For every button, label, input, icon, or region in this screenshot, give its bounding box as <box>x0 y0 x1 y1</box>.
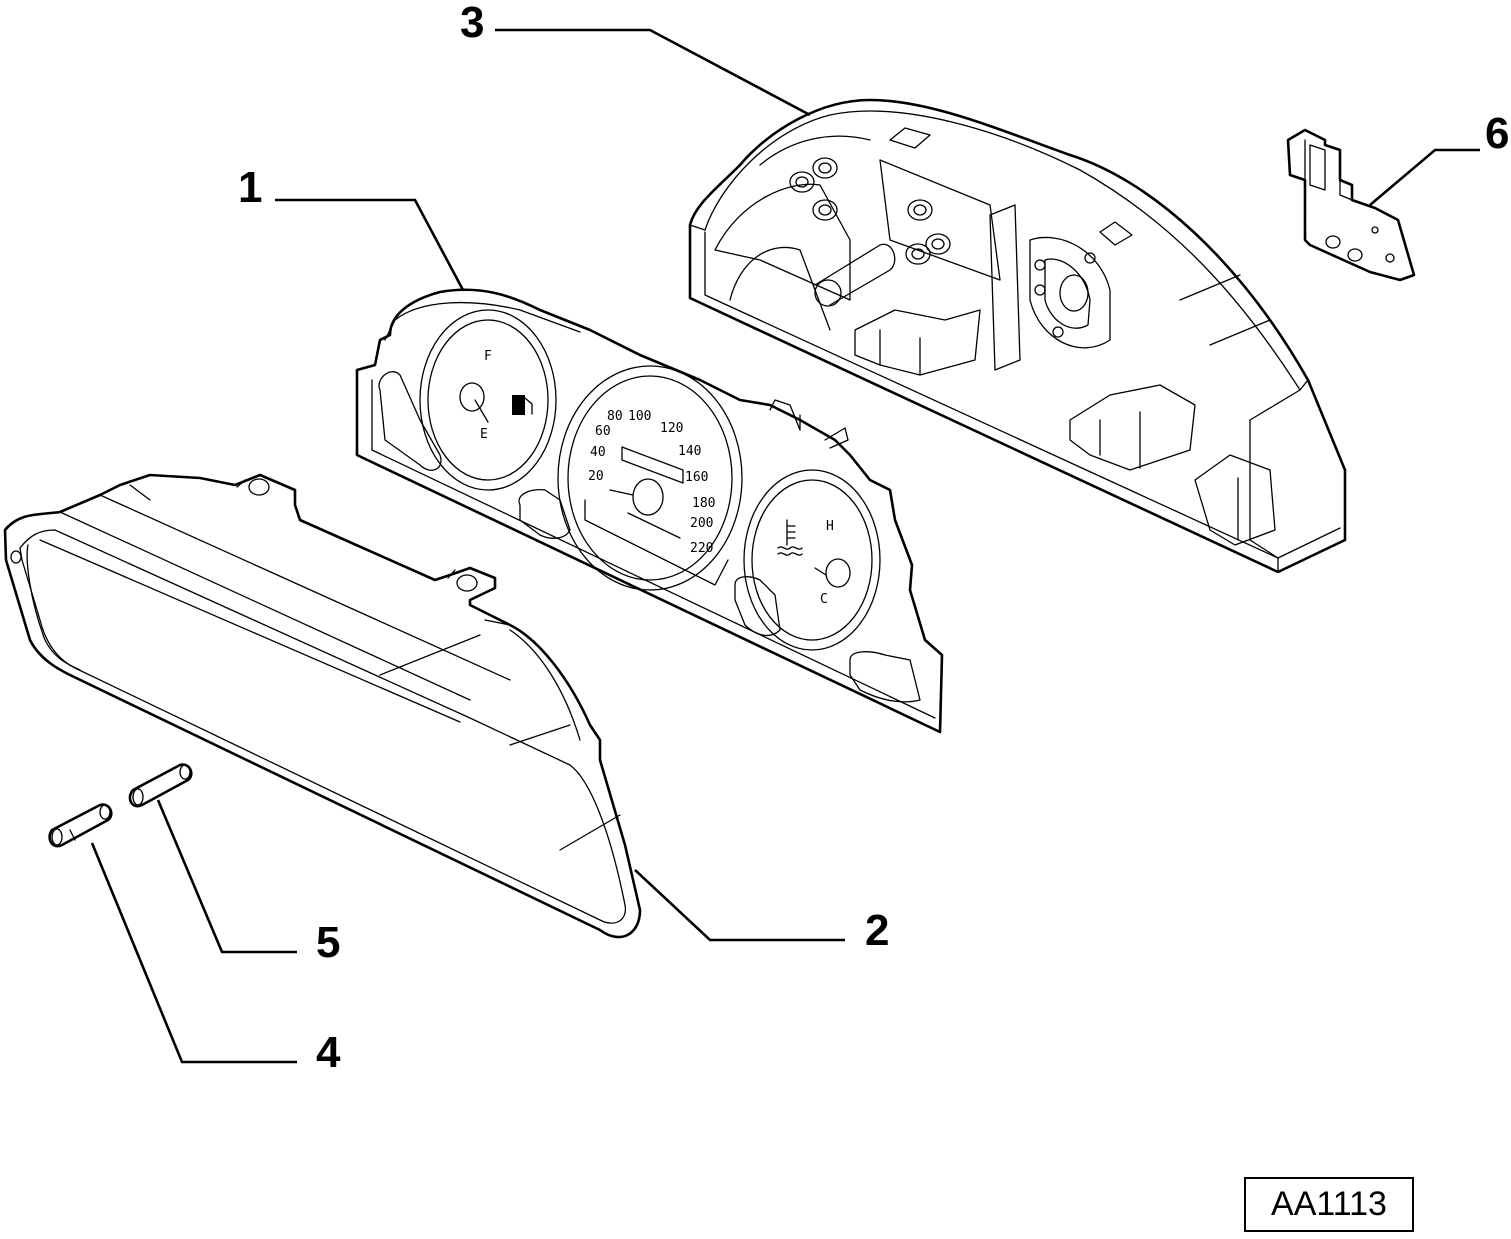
callout-labels: 1 2 3 4 5 6 <box>238 0 1509 1077</box>
drawing-code-box: AA1113 <box>1244 1177 1414 1232</box>
callout-5: 5 <box>316 918 340 967</box>
leader-lines <box>90 28 1480 1064</box>
speed-tick-label: 140 <box>678 444 701 459</box>
speed-tick-label: 20 <box>588 469 604 484</box>
bulb-4 <box>48 803 113 848</box>
callout-4: 4 <box>316 1028 341 1077</box>
speed-tick-label: 60 <box>595 424 611 439</box>
speed-tick-label: 200 <box>690 516 713 531</box>
speed-tick-label: 180 <box>692 496 715 511</box>
speed-tick-label: 80 <box>607 409 623 424</box>
drawing-code: AA1113 <box>1271 1185 1387 1223</box>
fuel-full-label: F <box>484 349 492 364</box>
dial-face: F E 20 40 60 80 100 120 140 160 180 2 <box>355 288 944 734</box>
speed-tick-label: 120 <box>660 421 683 436</box>
callout-6: 6 <box>1485 109 1509 158</box>
fuel-gauge: F E <box>419 309 557 491</box>
temp-cold-label: C <box>820 592 828 607</box>
temperature-gauge: H C <box>743 469 881 651</box>
speed-tick-label: 100 <box>628 409 651 424</box>
bulb-5 <box>128 763 193 808</box>
callout-1: 1 <box>238 163 262 212</box>
callout-2: 2 <box>865 906 889 955</box>
speed-tick-label: 220 <box>690 541 713 556</box>
rear-housing <box>688 98 1347 574</box>
speedometer: 20 40 60 80 100 120 140 160 180 200 220 <box>557 365 743 591</box>
speed-tick-label: 160 <box>685 470 708 485</box>
coolant-temperature-icon <box>777 519 803 556</box>
fuel-pump-icon <box>512 395 533 415</box>
temp-hot-label: H <box>826 519 834 534</box>
speed-tick-label: 40 <box>590 445 606 460</box>
fuel-empty-label: E <box>480 427 488 442</box>
circuit-bracket <box>1286 128 1416 282</box>
callout-3: 3 <box>460 0 484 47</box>
front-lens-cover <box>3 473 642 939</box>
